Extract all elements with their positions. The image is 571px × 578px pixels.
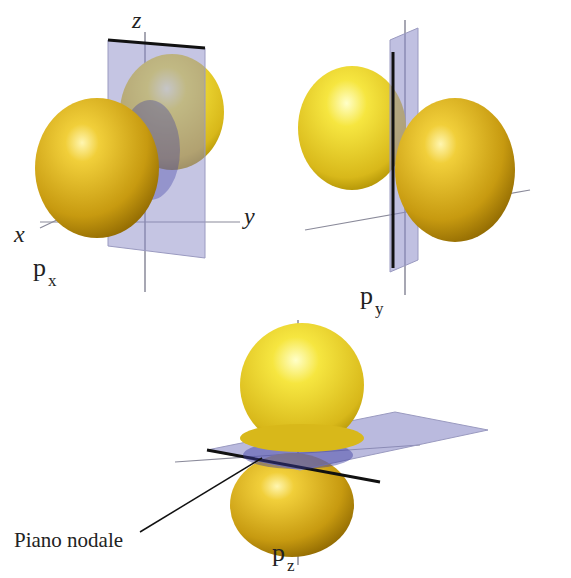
leader-line (140, 458, 262, 532)
axis-label: x (14, 222, 25, 246)
axis-label: y (244, 204, 255, 228)
pz-orbital (175, 320, 488, 565)
orbital-name: p (272, 540, 285, 566)
px-orbital (35, 32, 240, 292)
orbital-subscript: y (375, 300, 384, 317)
py-orbital (298, 20, 530, 295)
orbital-subscript: x (48, 272, 57, 289)
orbital-name: p (33, 255, 46, 281)
axis-label: z (132, 8, 141, 32)
callout-label: Piano nodale (14, 530, 123, 551)
orbital-subscript: z (287, 557, 295, 574)
orbital-name: p (360, 283, 373, 309)
